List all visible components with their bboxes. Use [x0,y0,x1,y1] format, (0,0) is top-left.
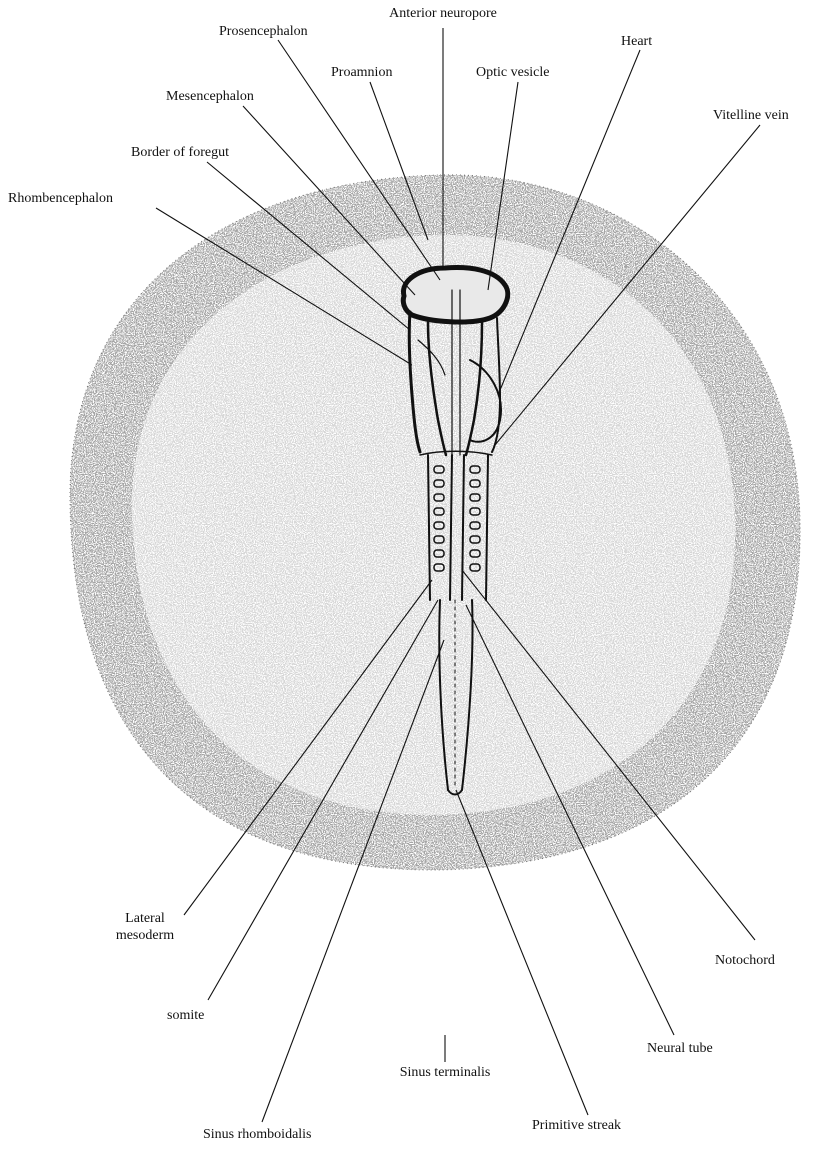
label-primitive-streak: Primitive streak [532,1117,621,1134]
label-lateral-mesoderm: Lateral mesoderm [100,910,190,944]
label-sinus-terminalis: Sinus terminalis [375,1064,515,1081]
label-neural-tube: Neural tube [647,1040,713,1057]
label-rhombencephalon: Rhombencephalon [8,190,113,207]
label-border-of-foregut: Border of foregut [131,144,229,161]
label-notochord: Notochord [715,952,775,969]
head-fold [403,268,507,322]
label-lateral-mesoderm-line1: Lateral [100,910,190,927]
label-prosencephalon: Prosencephalon [219,23,308,40]
label-optic-vesicle: Optic vesicle [476,64,549,81]
label-mesencephalon: Mesencephalon [166,88,254,105]
label-anterior-neuropore: Anterior neuropore [370,5,516,22]
label-proamnion: Proamnion [331,64,392,81]
label-heart: Heart [621,33,652,50]
label-lateral-mesoderm-line2: mesoderm [100,927,190,944]
label-vitelline-vein: Vitelline vein [713,107,789,124]
label-sinus-rhomboidalis: Sinus rhomboidalis [203,1126,312,1143]
label-somite: somite [167,1007,204,1024]
